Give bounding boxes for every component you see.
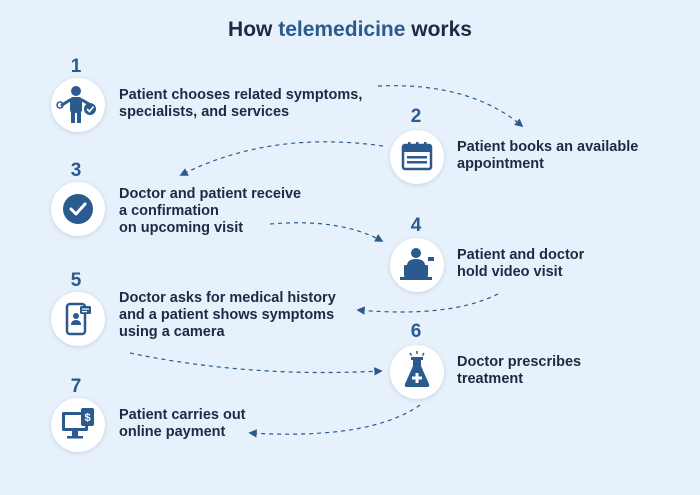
step-4-number: 4 — [410, 215, 422, 236]
arrow-6-to-7 — [248, 404, 421, 438]
phone-camera-icon — [65, 302, 91, 336]
step-7-number: 7 — [70, 376, 82, 397]
step-1-text: Patient chooses related symptoms, specia… — [119, 87, 363, 120]
step-3-icon-circle — [51, 182, 105, 236]
step-4-icon-circle — [390, 238, 444, 292]
arrow-2-to-3 — [179, 141, 384, 176]
step-2-text: Patient books an available appointment — [457, 139, 639, 172]
step-6-icon-circle — [390, 345, 444, 399]
step-6-number: 6 — [410, 321, 422, 342]
arrow-5-to-6 — [129, 352, 383, 376]
checkmark-icon — [63, 194, 93, 224]
step-3-text: Doctor and patient receive a confirmatio… — [119, 186, 302, 236]
title-highlight: telemedicine — [278, 18, 406, 41]
step-2-number: 2 — [410, 106, 422, 127]
diagram-title: How telemedicine works — [0, 18, 700, 42]
step-1-number: 1 — [70, 56, 82, 77]
arrow-4-to-5 — [356, 293, 499, 315]
calendar-icon — [401, 142, 433, 171]
step-1-icon-circle — [51, 78, 105, 132]
payment-monitor-icon: $ — [62, 408, 94, 439]
step-2-icon-circle — [390, 130, 444, 184]
step-3-number: 3 — [70, 160, 82, 181]
step-5-number: 5 — [70, 270, 82, 291]
step-5-icon-circle — [51, 292, 105, 346]
arrow-3-to-4 — [269, 222, 384, 242]
step-5-text: Doctor asks for medical history and a pa… — [119, 290, 336, 340]
step-4-text: Patient and doctor hold video visit — [457, 247, 585, 280]
step-6-text: Doctor prescribes treatment — [457, 354, 582, 387]
medicine-flask-icon — [404, 351, 430, 387]
step-7-icon-circle: $ — [51, 398, 105, 452]
arrow-1-to-2 — [377, 85, 524, 128]
step-7-text: Patient carries out online payment — [119, 407, 246, 440]
title-prefix: How — [228, 18, 279, 41]
title-suffix: works — [405, 18, 472, 41]
svg-text:$: $ — [84, 412, 90, 424]
video-call-icon — [400, 248, 434, 280]
patient-icon — [56, 86, 96, 123]
